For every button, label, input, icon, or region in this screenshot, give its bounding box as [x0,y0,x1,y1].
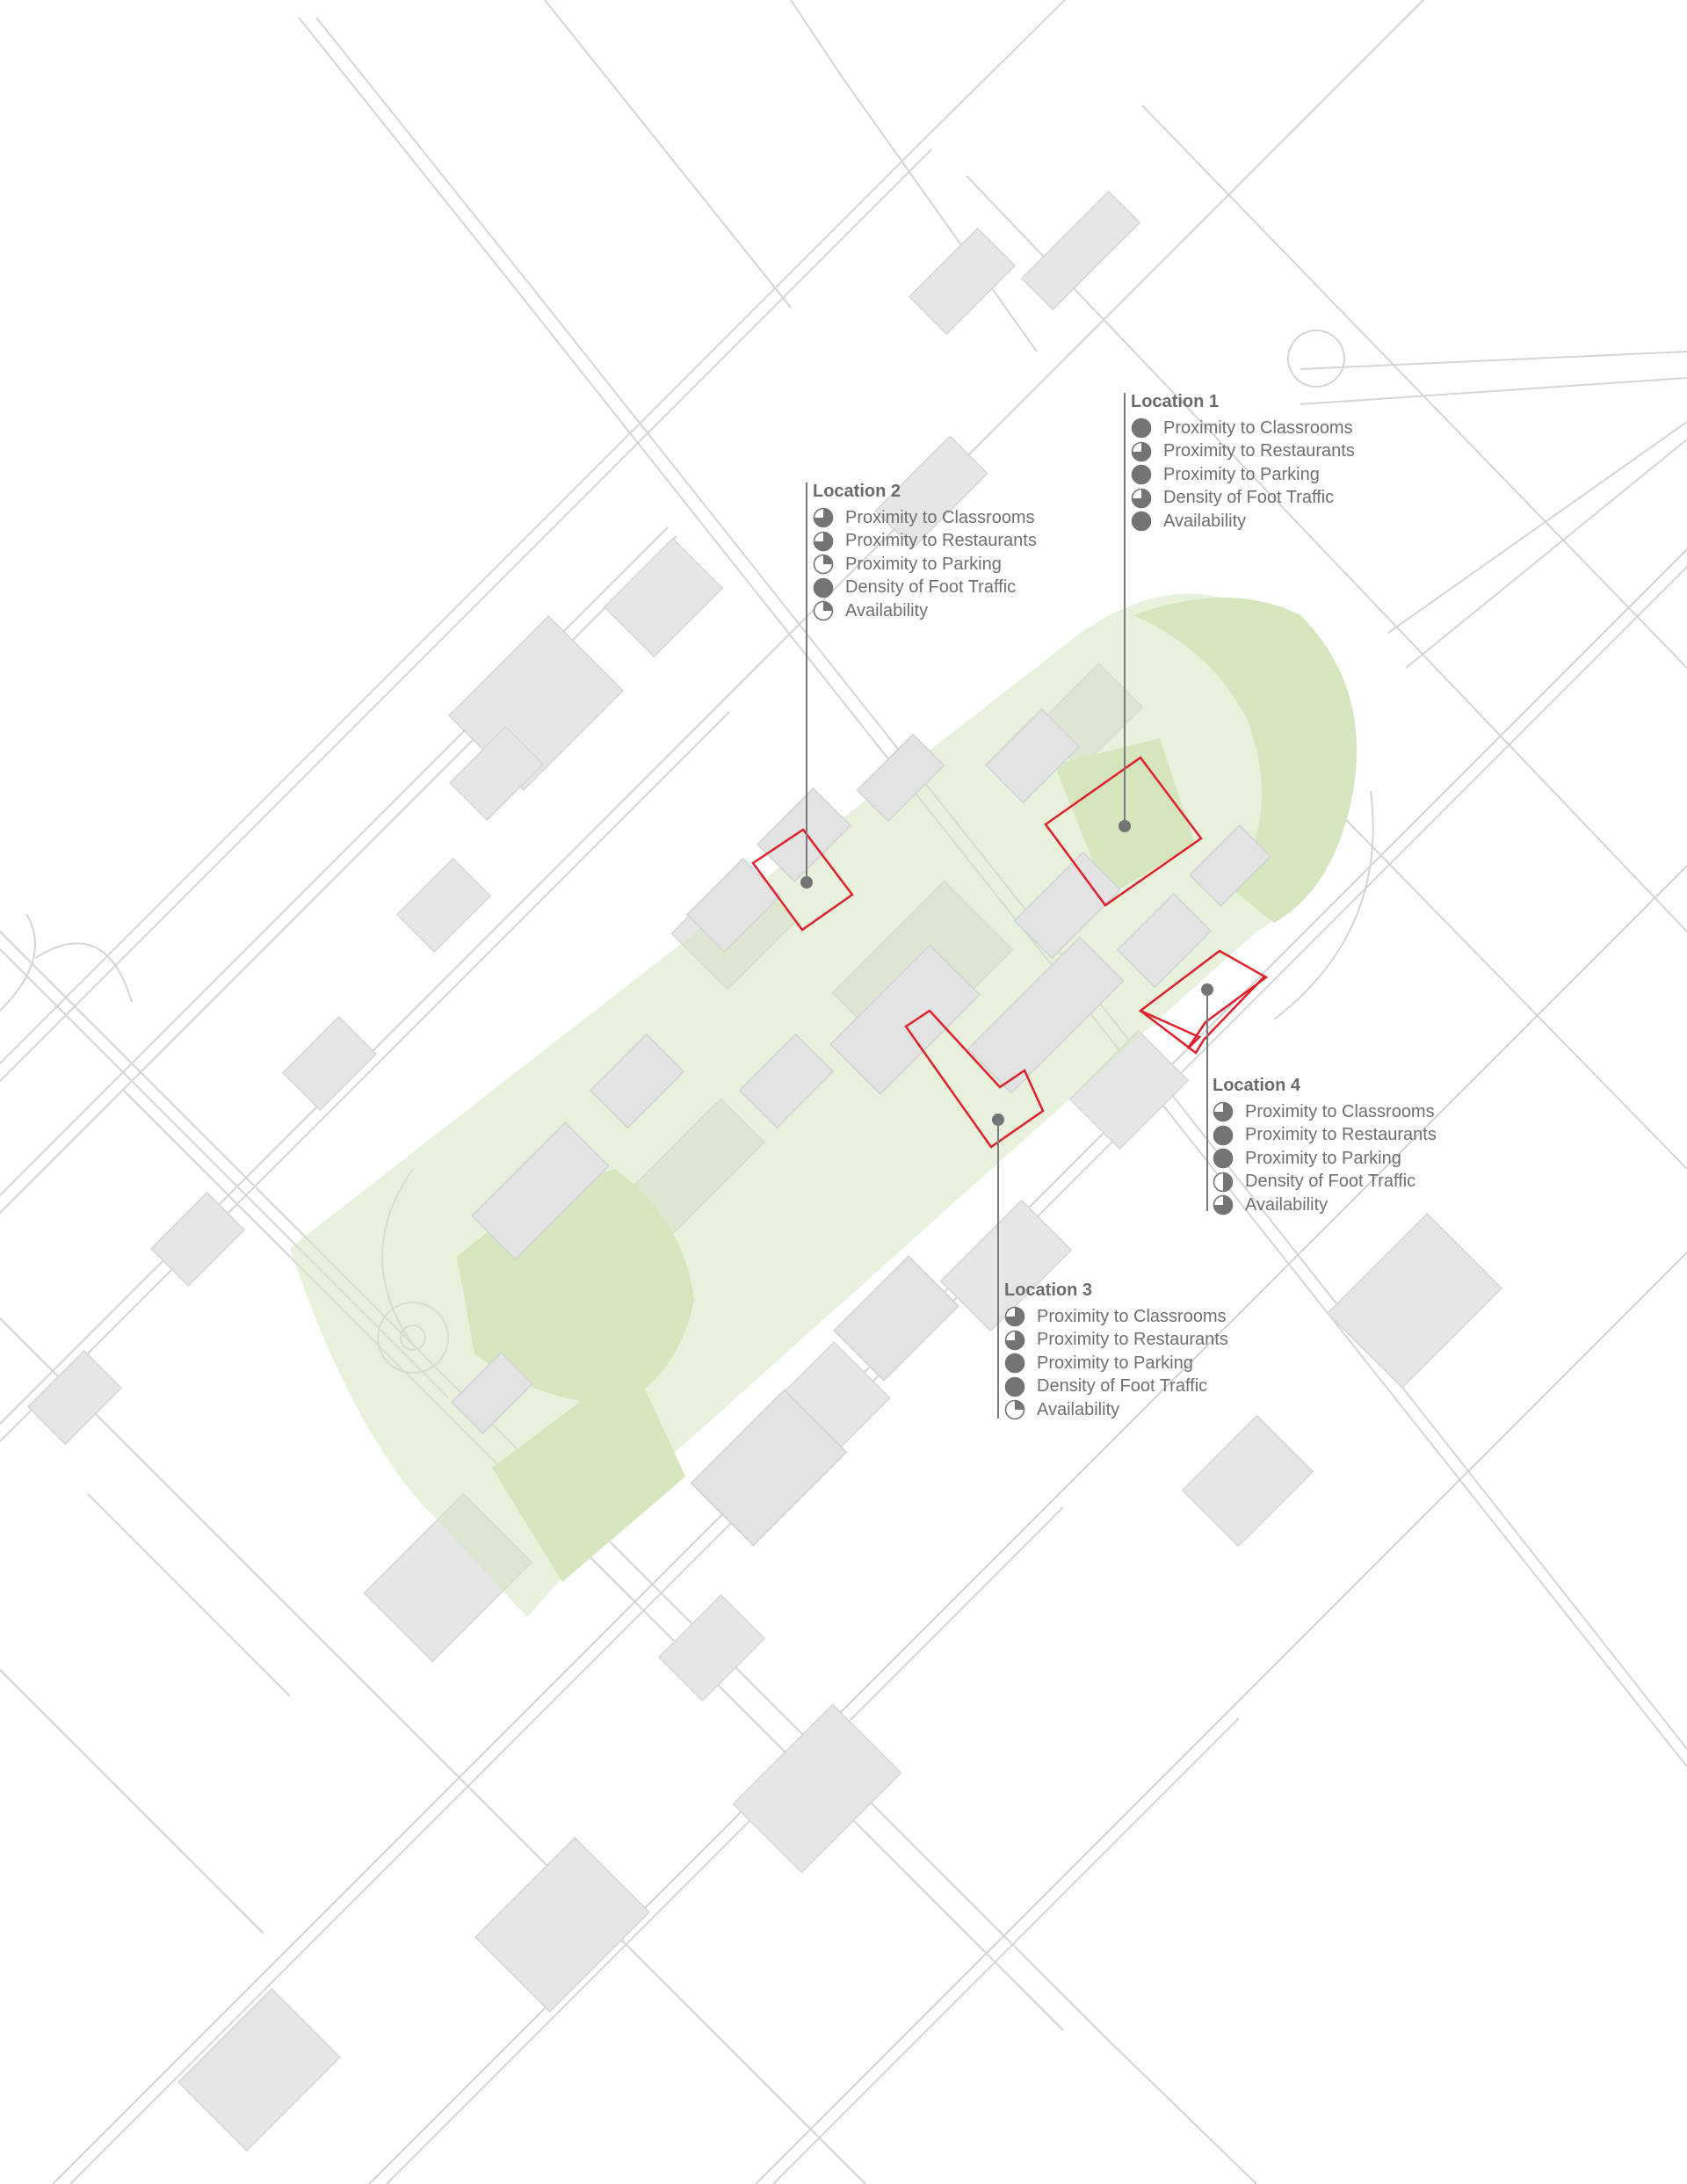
callout-location-1: Location 1 Proximity to Classrooms Proxi… [1131,392,1355,533]
harvey-ball-icon [1131,441,1152,462]
rating-label: Proximity to Restaurants [1037,1330,1228,1350]
rating-label: Proximity to Classrooms [1163,417,1353,438]
rating-row: Density of Foot Traffic [1131,487,1355,511]
rating-label: Proximity to Restaurants [1245,1125,1437,1145]
leader-line-location-1 [1124,393,1126,827]
harvey-ball-icon [1131,511,1152,532]
rating-label: Proximity to Parking [1163,464,1320,484]
harvey-ball-icon [1213,1172,1234,1193]
rating-row: Availability [1213,1194,1437,1217]
rating-row: Proximity to Classrooms [1131,417,1355,440]
rating-row: Availability [1131,510,1355,533]
rating-row: Availability [813,599,1037,623]
callout-title: Location 3 [1004,1281,1093,1300]
site-outline-location-4 [1138,949,1269,1049]
rating-label: Availability [1037,1399,1120,1419]
rating-row: Proximity to Parking [1213,1147,1437,1171]
rating-row: Proximity to Parking [813,553,1037,577]
rating-label: Proximity to Classrooms [845,507,1035,527]
callout-location-3: Location 3 Proximity to Classrooms Proxi… [1004,1281,1228,1422]
site-outlines [751,756,1269,1149]
rating-label: Proximity to Parking [1245,1148,1401,1168]
harvey-ball-icon [1131,488,1152,509]
harvey-ball-icon [1004,1399,1025,1420]
callout-title: Location 2 [813,482,901,501]
rating-label: Availability [1245,1194,1329,1215]
rating-row: Proximity to Restaurants [813,530,1037,554]
harvey-ball-icon [813,554,834,575]
harvey-ball-icon [813,531,834,552]
rating-label: Density of Foot Traffic [1163,488,1335,508]
harvey-ball-icon [813,507,834,528]
leader-line-location-2 [806,483,807,882]
harvey-ball-icon [813,577,834,599]
callout-title: Location 4 [1213,1076,1301,1095]
harvey-ball-icon [1004,1330,1025,1351]
rating-row: Proximity to Parking [1004,1352,1228,1375]
marker-dot-icon [800,876,813,889]
rating-row: Density of Foot Traffic [1004,1375,1228,1399]
site-outline-location-2 [751,828,854,932]
rating-row: Proximity to Classrooms [813,506,1037,530]
rating-label: Proximity to Restaurants [845,531,1037,551]
rating-row: Availability [1004,1398,1228,1422]
leader-line-location-3 [997,1120,999,1419]
harvey-ball-icon [1131,464,1152,485]
rating-row: Proximity to Restaurants [1004,1329,1228,1353]
rating-label: Density of Foot Traffic [1037,1376,1208,1397]
rating-row: Proximity to Restaurants [1213,1124,1437,1148]
harvey-ball-icon [1213,1101,1234,1122]
rating-label: Proximity to Parking [1037,1353,1193,1373]
site-outline-location-1 [1044,756,1203,907]
rating-row: Proximity to Parking [1131,463,1355,487]
site-outline-location-3 [904,1009,1045,1149]
harvey-ball-icon [1213,1125,1234,1146]
callout-title: Location 1 [1131,392,1220,411]
rating-label: Density of Foot Traffic [1245,1172,1416,1192]
rating-row: Density of Foot Traffic [1213,1171,1437,1194]
harvey-ball-icon [1004,1353,1025,1374]
harvey-ball-icon [1004,1376,1025,1397]
rating-label: Proximity to Classrooms [1037,1306,1227,1326]
rating-label: Proximity to Classrooms [1245,1101,1435,1121]
harvey-ball-icon [1131,417,1152,439]
rating-label: Proximity to Restaurants [1163,441,1355,461]
rating-row: Density of Foot Traffic [813,577,1037,600]
rating-label: Density of Foot Traffic [845,577,1017,598]
harvey-ball-icon [1213,1194,1234,1215]
harvey-ball-icon [1004,1306,1025,1327]
callout-location-4: Location 4 Proximity to Classrooms Proxi… [1213,1076,1437,1217]
campus-buildings [450,707,1272,1547]
callout-location-2: Location 2 Proximity to Classrooms Proxi… [813,482,1037,623]
rating-row: Proximity to Restaurants [1131,440,1355,464]
rating-label: Availability [1163,511,1247,531]
rating-label: Proximity to Parking [845,554,1002,574]
rating-row: Proximity to Classrooms [1213,1100,1437,1124]
leader-line-location-4 [1206,990,1208,1211]
rating-row: Proximity to Classrooms [1004,1305,1228,1329]
rating-label: Availability [845,600,929,620]
harvey-ball-icon [1213,1148,1234,1169]
harvey-ball-icon [813,600,834,621]
